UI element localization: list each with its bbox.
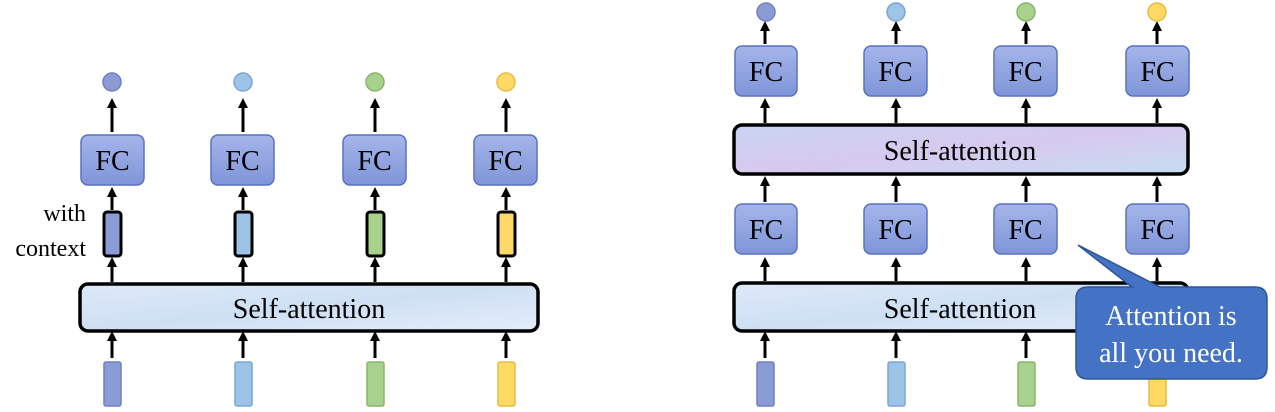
right-fc-lower-2: FC [863, 203, 928, 255]
left-fc-1-label: FC [95, 146, 129, 177]
right-fc-lower-3: FC [993, 203, 1058, 255]
left-fc-1: FC [80, 134, 145, 186]
right-fc-lower-3-label: FC [1008, 215, 1042, 246]
left-diagram: Self-attention with context FC FC FC [15, 72, 540, 407]
left-fc-2-label: FC [225, 146, 259, 177]
right-fc-lower-1: FC [734, 203, 798, 255]
left-fc-2: FC [210, 134, 275, 186]
left-fc-3: FC [342, 134, 407, 186]
left-input-vector-1 [103, 361, 122, 407]
right-fc-lower-4: FC [1125, 203, 1190, 255]
left-self-attention-label: Self-attention [233, 294, 385, 325]
right-output-3 [1016, 2, 1036, 22]
left-self-attention-box [78, 282, 540, 333]
left-output-3 [365, 72, 385, 92]
right-diagram: Self-attention FC FC FC FC Self-att [732, 2, 1268, 407]
left-context-vector-1 [102, 210, 123, 258]
left-context-vector-4 [496, 210, 517, 258]
left-output-2 [233, 72, 253, 92]
right-fc-upper-1-label: FC [749, 57, 783, 88]
right-fc-upper-4: FC [1125, 45, 1190, 97]
right-input-vector-3 [1017, 361, 1036, 407]
left-context-label-line1: with [43, 201, 86, 227]
right-input-vector-2 [887, 361, 906, 407]
right-fc-upper-2-label: FC [878, 57, 912, 88]
right-fc-upper-1: FC [734, 45, 798, 97]
right-fc-upper-3: FC [993, 45, 1058, 97]
left-fc-3-label: FC [357, 146, 391, 177]
left-context-vector-3 [365, 210, 386, 258]
right-fc-lower-1-label: FC [749, 215, 783, 246]
right-fc-lower-4-label: FC [1140, 215, 1174, 246]
right-output-2 [886, 2, 906, 22]
right-input-vector-1 [756, 361, 775, 407]
right-fc-upper-3-label: FC [1008, 57, 1042, 88]
right-self-attention-upper [732, 123, 1190, 176]
right-fc-lower-2-label: FC [878, 215, 912, 246]
right-self-attention-upper-label: Self-attention [884, 136, 1036, 167]
left-output-1 [102, 72, 122, 92]
left-input-vector-3 [366, 361, 385, 407]
left-input-vector-2 [234, 361, 253, 407]
left-context-label-line2: context [15, 236, 86, 262]
callout-line2: all you need. [1099, 338, 1243, 369]
callout-bubble: Attention is all you need. [1075, 244, 1268, 380]
right-fc-upper-4-label: FC [1140, 57, 1174, 88]
left-input-vector-4 [497, 361, 516, 407]
left-fc-4: FC [473, 134, 538, 186]
right-output-4 [1147, 2, 1167, 22]
left-context-vector-2 [233, 210, 254, 258]
right-output-1 [756, 2, 776, 22]
right-self-attention-lower-label: Self-attention [884, 294, 1036, 325]
right-fc-upper-2: FC [863, 45, 928, 97]
left-output-4 [496, 72, 516, 92]
left-fc-4-label: FC [488, 146, 522, 177]
callout-line1: Attention is [1105, 301, 1236, 332]
